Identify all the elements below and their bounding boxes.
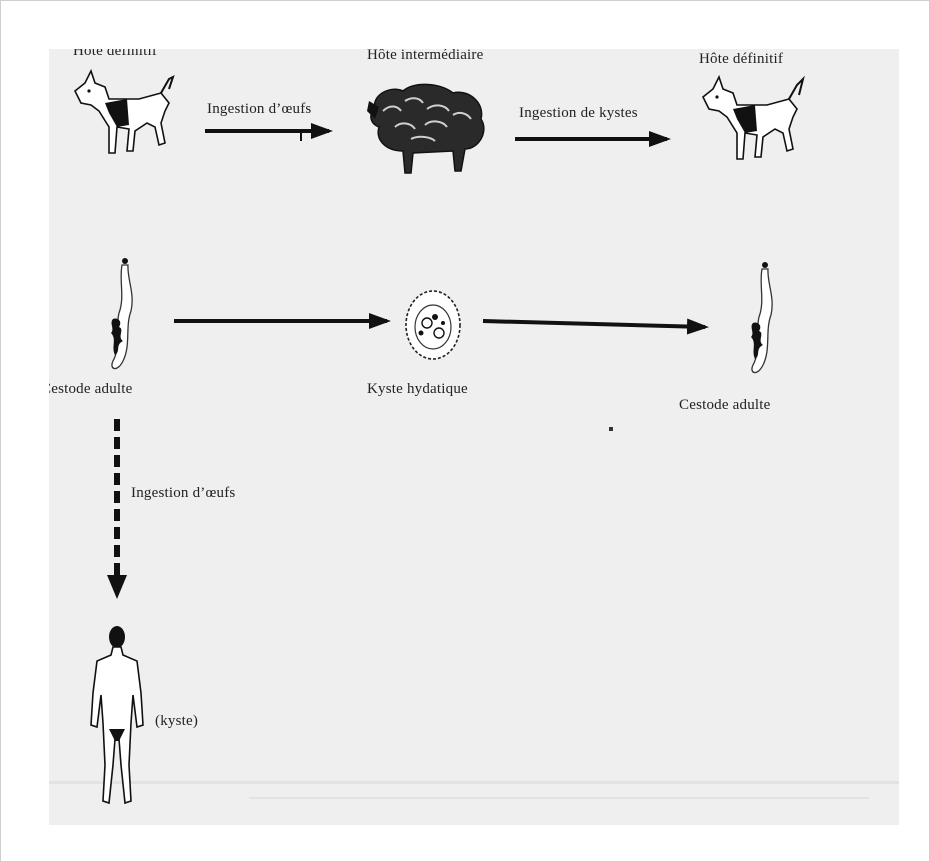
tapeworm-icon [751, 262, 772, 373]
host-label-middle: Hôte intermédiaire [367, 49, 483, 64]
dog-icon [75, 71, 173, 153]
dog-icon [703, 77, 803, 159]
diagram-graphics [49, 49, 899, 825]
arrow-cyst-to-cestode [483, 321, 705, 327]
transition-label-eggs: Ingestion d’œufs [207, 101, 311, 118]
stage-label-cyst: Kyste hydatique [367, 381, 468, 398]
transition-label-cysts: Ingestion de kystes [519, 105, 638, 122]
stage-label-adult-left: Cestode adulte [49, 381, 133, 398]
dashed-arrow-head [107, 575, 127, 599]
tapeworm-icon [111, 258, 132, 369]
hydatid-cyst-icon [406, 291, 460, 359]
lifecycle-diagram: Hôte définitif Hôte intermédiaire Hôte d… [49, 49, 899, 825]
human-cyst-label: (kyste) [155, 713, 198, 730]
sheep-icon [367, 84, 484, 173]
transition-label-eggs-human: Ingestion d’œufs [131, 485, 235, 502]
stage-label-adult-right: Cestode adulte [679, 397, 771, 414]
host-label-right: Hôte définitif [699, 51, 783, 68]
human-figure-icon [91, 626, 143, 803]
host-label-left: Hôte définitif [73, 49, 157, 60]
